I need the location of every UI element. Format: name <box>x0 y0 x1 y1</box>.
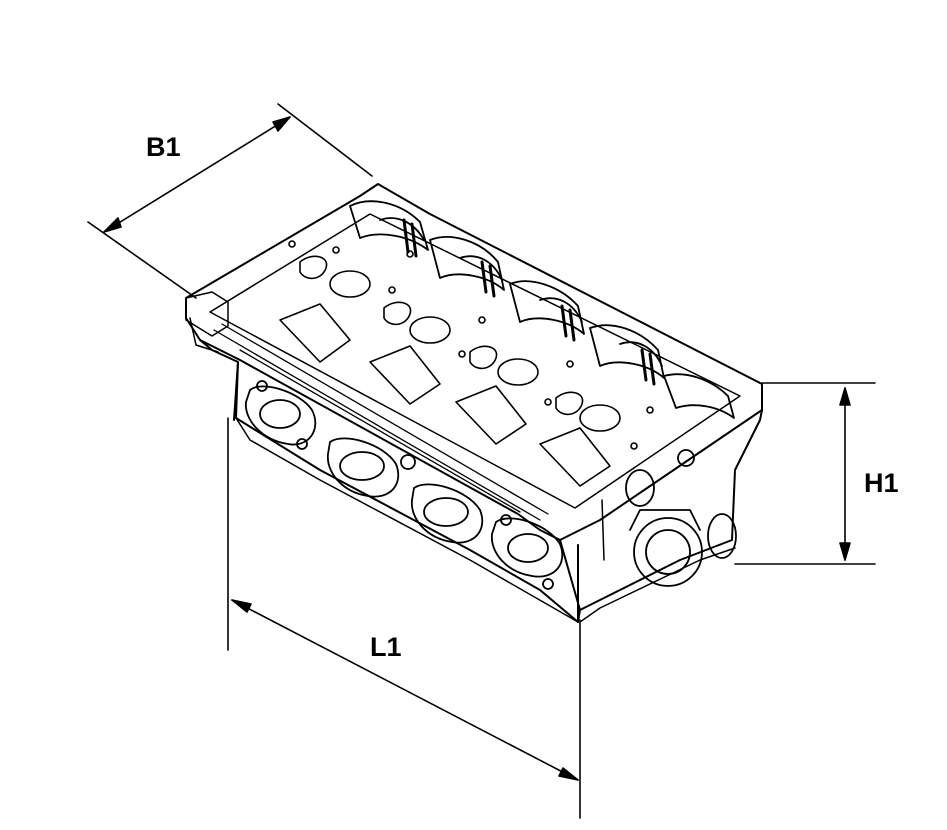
length-label-l1: L1 <box>370 632 402 662</box>
bolt-hole <box>478 316 486 324</box>
b1-extension-right <box>277 103 373 177</box>
dimension-h1 <box>734 382 876 565</box>
cam-bearings <box>349 200 735 419</box>
end-fittings <box>601 449 737 587</box>
port-2 <box>409 316 451 344</box>
front-face-left-edge <box>233 361 239 421</box>
rocker-pocket-1 <box>279 303 351 363</box>
width-label-b1: B1 <box>146 132 181 162</box>
deck-ports <box>279 240 654 487</box>
dimension-b1 <box>87 103 373 299</box>
h1-arrow-top <box>839 387 851 406</box>
end-boss-2 <box>677 449 695 467</box>
top-deck-rim <box>209 213 741 509</box>
flange-2 <box>327 437 400 498</box>
height-label-h1: H1 <box>864 468 899 498</box>
cam-saddle-3 <box>509 280 585 335</box>
dimension-l1 <box>227 417 581 819</box>
b1-arrow-left <box>103 217 122 233</box>
thermostat-housing-neck <box>629 509 701 531</box>
bolt-hole <box>544 398 552 406</box>
flange-3 <box>411 483 484 544</box>
left-lug <box>185 291 229 337</box>
bolt-hole <box>388 286 396 294</box>
cam-saddle-2-inner <box>459 255 503 281</box>
port-1 <box>329 270 371 298</box>
l1-arrow-left <box>231 599 252 613</box>
port-4 <box>579 404 621 432</box>
bolt-hole <box>288 240 296 248</box>
thermostat-housing-inner <box>645 529 691 575</box>
gasket-rail <box>213 323 549 521</box>
flange-4 <box>491 517 564 578</box>
flange-4-port <box>507 533 549 563</box>
bolt-hole <box>566 360 574 368</box>
flange-4-bolt <box>500 514 512 526</box>
end-face-bottom <box>579 547 736 623</box>
b1-dimension-line <box>103 116 291 233</box>
thermostat-housing <box>633 517 703 587</box>
flange-1-bolt <box>296 438 308 450</box>
b1-extension-left <box>87 221 197 299</box>
l1-arrow-right <box>558 767 579 781</box>
port-cluster-4 <box>555 391 584 416</box>
flange-1-port <box>259 399 301 429</box>
flange-2-stud <box>400 454 416 470</box>
h1-arrow-bottom <box>839 542 851 561</box>
rocker-pocket-2 <box>369 345 441 405</box>
cam-saddle-1 <box>349 200 429 251</box>
port-3 <box>497 358 539 386</box>
bolt-hole <box>332 246 340 254</box>
flange-3-port <box>423 497 469 527</box>
front-flanges <box>245 380 564 590</box>
flange-1-bolt <box>256 380 268 392</box>
flange-1 <box>245 385 317 446</box>
cam-saddle-4-inner <box>619 341 663 367</box>
cam-saddle-ribs <box>402 218 656 386</box>
bolt-hole <box>646 406 654 414</box>
bolt-hole <box>458 350 466 358</box>
top-deck-outline <box>185 183 763 541</box>
rocker-pocket-4 <box>539 427 611 487</box>
end-boss-1 <box>625 469 655 507</box>
l1-dimension-line <box>231 599 579 781</box>
sensor-boss <box>707 513 737 559</box>
front-face-bottom <box>235 417 579 623</box>
b1-arrow-right <box>272 116 291 132</box>
end-face-outline <box>579 409 763 611</box>
bolt-hole <box>630 442 638 450</box>
cam-saddle-3-inner <box>539 297 583 323</box>
port-cluster-1 <box>299 255 328 280</box>
cam-saddle-5 <box>663 373 735 419</box>
left-lug-lower <box>189 317 219 353</box>
flange-4-bolt <box>542 578 554 590</box>
bolt-hole <box>406 250 414 258</box>
cylinder-head-body <box>185 183 763 623</box>
end-face-rib <box>601 499 605 561</box>
flange-2-port <box>339 451 385 481</box>
rocker-pocket-3 <box>455 385 527 445</box>
port-cluster-2 <box>383 301 412 326</box>
port-cluster-3 <box>469 345 498 370</box>
